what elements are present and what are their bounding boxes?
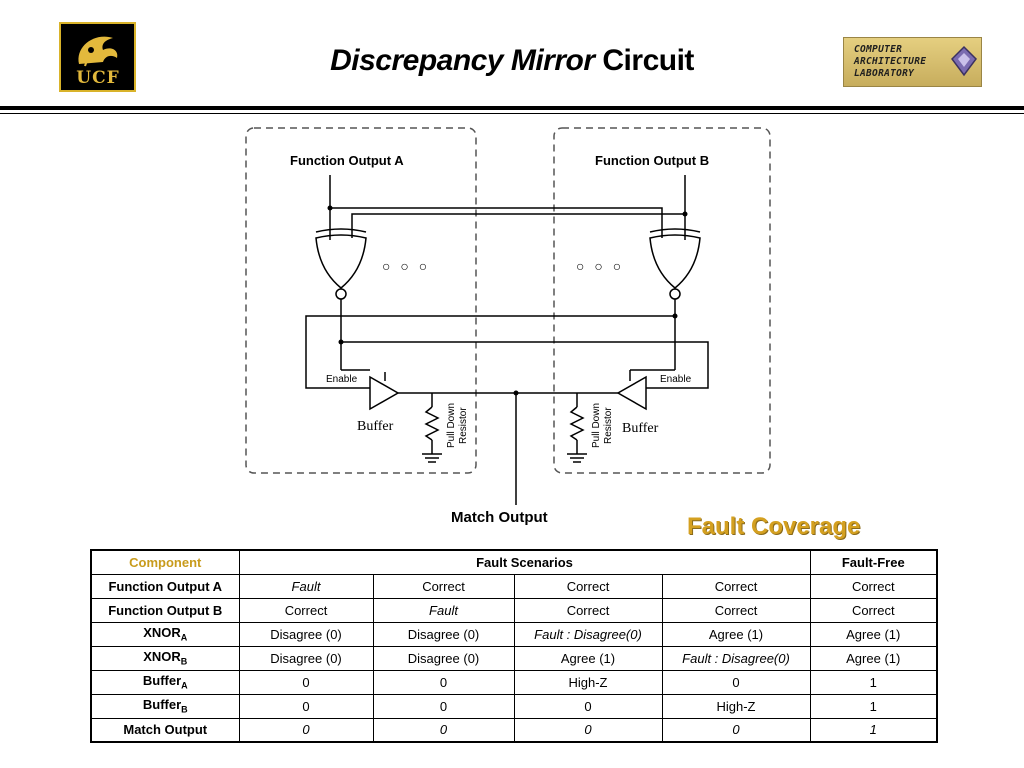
xnor-a-bubble: [335, 288, 347, 300]
chip-icon: [951, 45, 977, 77]
table-cell: 0: [372, 693, 515, 719]
header-component: Component: [90, 549, 240, 575]
ucf-logo-text: UCF: [76, 68, 120, 88]
header-rule-thick: [0, 106, 1024, 110]
buffer-a-label: Buffer: [357, 419, 394, 434]
table-cell: Agree (1): [513, 645, 663, 671]
lab-logo-line: ARCHITECTURE: [854, 56, 927, 67]
table-row: XNORB Disagree (0) Disagree (0) Agree (1…: [90, 645, 938, 671]
table-cell: Fault : Disagree(0): [513, 621, 663, 647]
table-cell: Correct: [809, 597, 938, 623]
row-head: Match Output: [90, 717, 240, 743]
table-cell: Fault: [238, 573, 374, 599]
table-cell: Agree (1): [809, 645, 938, 671]
table-cell: Fault: [372, 597, 515, 623]
header-fault-free: Fault-Free: [809, 549, 938, 575]
table-cell: Disagree (0): [238, 621, 374, 647]
row-head: XNORB: [90, 645, 240, 671]
row-head: BufferA: [90, 669, 240, 695]
table-cell: 0: [238, 669, 374, 695]
fault-coverage-heading: Fault Coverage: [687, 513, 861, 540]
table-row: BufferA 0 0 High-Z 0 1: [90, 669, 938, 695]
table-cell: Fault : Disagree(0): [661, 645, 811, 671]
fault-coverage-table: Component Fault Scenarios Fault-Free Fun…: [90, 549, 938, 743]
table-cell: Correct: [661, 573, 811, 599]
table-cell: Agree (1): [809, 621, 938, 647]
module-b-boundary: [553, 127, 771, 474]
ellipsis-dots-b: ○ ○ ○: [576, 258, 624, 274]
pull-down-b-line2: Resistor: [603, 407, 614, 444]
table-cell: Correct: [238, 597, 374, 623]
module-a-boundary: [245, 127, 477, 474]
match-output-label: Match Output: [451, 509, 548, 526]
title-rest-part: Circuit: [602, 44, 694, 77]
pull-down-a-line2: Resistor: [458, 407, 469, 444]
table-cell: Agree (1): [661, 621, 811, 647]
row-head: Function Output A: [90, 573, 240, 599]
table-cell: Correct: [809, 573, 938, 599]
table-cell: Disagree (0): [372, 621, 515, 647]
table-cell: Disagree (0): [238, 645, 374, 671]
lab-logo-text: COMPUTER ARCHITECTURE LABORATORY: [854, 44, 946, 80]
table-cell: High-Z: [661, 693, 811, 719]
table-cell: 1: [809, 717, 938, 743]
table-cell: Correct: [661, 597, 811, 623]
circuit-diagram: Function Output A Function Output B: [245, 127, 771, 526]
table-cell: 0: [238, 693, 374, 719]
header-fault-scenarios: Fault Scenarios: [238, 549, 811, 575]
pull-down-b-line1: Pull Down: [591, 403, 602, 448]
table-cell: Correct: [513, 573, 663, 599]
buffer-b: [616, 375, 647, 411]
table-cell: 0: [372, 669, 515, 695]
ellipsis-dots-a: ○ ○ ○: [382, 258, 430, 274]
row-head: BufferB: [90, 693, 240, 719]
table-cell: Disagree (0): [372, 645, 515, 671]
title-italic-part: Discrepancy Mirror: [330, 44, 595, 77]
table-cell: Correct: [372, 573, 515, 599]
pegasus-icon: [78, 36, 118, 67]
lab-logo: COMPUTER ARCHITECTURE LABORATORY: [843, 37, 982, 87]
function-output-b-label: Function Output B: [595, 153, 709, 168]
table-row: XNORA Disagree (0) Disagree (0) Fault : …: [90, 621, 938, 647]
table-cell: High-Z: [513, 669, 663, 695]
lab-logo-line: LABORATORY: [854, 68, 915, 79]
table-row: Function Output B Correct Fault Correct …: [90, 597, 938, 623]
xnor-b-gate: [649, 234, 701, 289]
table-row: BufferB 0 0 0 High-Z 1: [90, 693, 938, 719]
buffer-b-label: Buffer: [622, 421, 659, 436]
function-output-a-label: Function Output A: [290, 153, 404, 168]
table-cell: 1: [809, 693, 938, 719]
table-cell: 0: [372, 717, 515, 743]
ucf-logo: UCF: [59, 22, 136, 92]
enable-a-label: Enable: [326, 374, 358, 385]
table-cell: Correct: [513, 597, 663, 623]
table-cell: 0: [513, 693, 663, 719]
table-cell: 1: [809, 669, 938, 695]
page-title: Discrepancy Mirror Circuit: [0, 44, 1024, 78]
table-cell: 0: [661, 717, 811, 743]
row-head: Function Output B: [90, 597, 240, 623]
lab-logo-line: COMPUTER: [854, 44, 903, 55]
header-rule-thin: [0, 113, 1024, 114]
table-cell: 0: [513, 717, 663, 743]
table-header-row: Component Fault Scenarios Fault-Free: [90, 549, 938, 575]
buffer-a: [369, 375, 400, 411]
pull-down-a-line1: Pull Down: [446, 403, 457, 448]
xnor-b-bubble: [669, 288, 681, 300]
table-row: Match Output 0 0 0 0 1: [90, 717, 938, 743]
xnor-a-gate: [315, 234, 367, 289]
row-head: XNORA: [90, 621, 240, 647]
table-cell: 0: [238, 717, 374, 743]
table-cell: 0: [661, 669, 811, 695]
enable-b-label: Enable: [660, 374, 692, 385]
table-row: Function Output A Fault Correct Correct …: [90, 573, 938, 599]
